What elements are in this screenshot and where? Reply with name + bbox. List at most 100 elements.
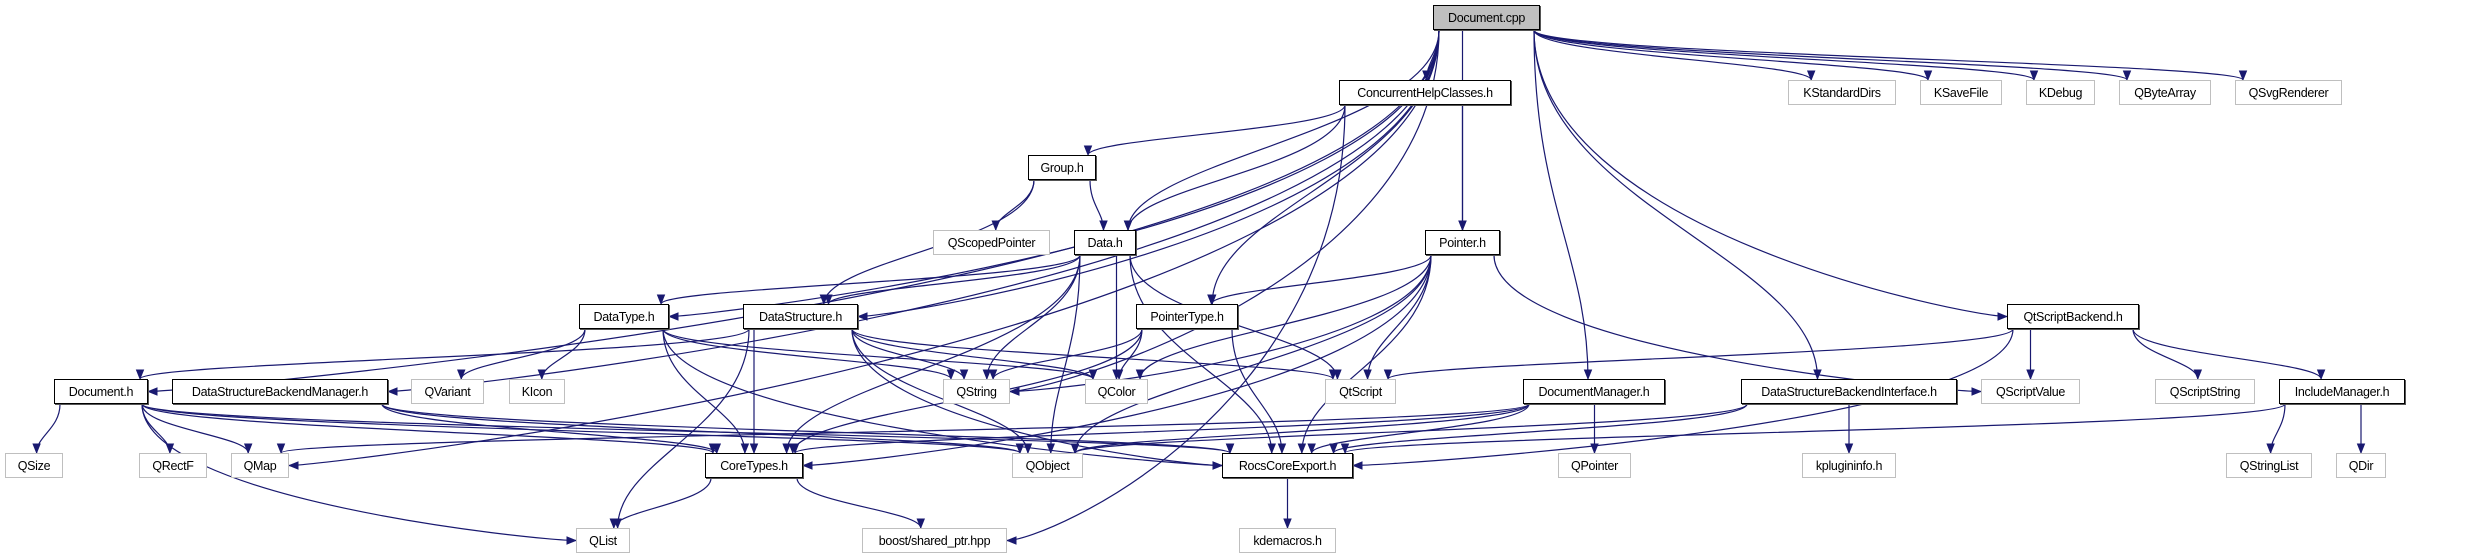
node-rocscoreexport[interactable]: RocsCoreExport.h	[1222, 453, 1353, 478]
edge-datatype-to-coretypes	[662, 328, 750, 455]
edge-pointer-to-qtscript	[1363, 254, 1432, 381]
edge-documentmanager-to-coretypes	[791, 403, 1530, 455]
edge-document_h-to-qmap	[141, 403, 253, 455]
node-pointertype[interactable]: PointerType.h	[1136, 304, 1238, 329]
edge-dsbackendmanager-to-coretypes	[381, 403, 721, 455]
node-qpointer: QPointer	[1558, 453, 1631, 478]
edge-datatype-to-qvariant	[456, 328, 586, 381]
node-pointer[interactable]: Pointer.h	[1425, 230, 1500, 255]
node-qscopedpointer: QScopedPointer	[933, 230, 1050, 255]
edge-doc_cpp-to-kstandarddirs	[1533, 29, 1816, 82]
node-qstring: QString	[943, 379, 1010, 404]
node-group[interactable]: Group.h	[1028, 155, 1096, 180]
edge-datastructure-to-rocscoreexport	[851, 328, 1224, 470]
edge-document_h-to-coretypes	[141, 403, 717, 455]
edge-doc_cpp-to-datastructure	[856, 29, 1440, 321]
node-coretypes[interactable]: CoreTypes.h	[705, 453, 803, 478]
edge-document_h-to-qlist	[141, 403, 578, 545]
edge-doc_cpp-to-kdebug	[1533, 29, 2039, 82]
edge-qtscriptbackend-to-qtscript	[1384, 328, 2014, 381]
node-kstandarddirs: KStandardDirs	[1788, 80, 1896, 105]
node-qtscriptbackend[interactable]: QtScriptBackend.h	[2007, 304, 2139, 329]
node-qmap: QMap	[231, 453, 289, 478]
edge-datastructure-to-document_h	[136, 328, 750, 381]
edge-pointer-to-pointertype	[1207, 254, 1432, 306]
node-documentmanager[interactable]: DocumentManager.h	[1523, 379, 1665, 404]
edge-datatype-to-qcolor	[662, 328, 1098, 381]
edge-doc_cpp-to-dsbackendmanager	[386, 29, 1440, 396]
node-qdir: QDir	[2336, 453, 2386, 478]
edge-doc_cpp-to-qtscriptbackend	[1533, 29, 2009, 321]
edge-group-to-qscopedpointer	[991, 179, 1035, 232]
edge-datastructure-to-qstring	[851, 328, 969, 381]
edge-pointer-to-qscriptvalue	[1493, 254, 1983, 396]
edge-dsbackendinterface-to-qobject	[1071, 403, 1748, 455]
edge-dsbackendmanager-to-rocscoreexport	[381, 403, 1234, 455]
edge-pointer-to-coretypes	[801, 254, 1432, 470]
edge-datastructure-to-qcolor	[851, 328, 1098, 381]
edge-coretypes-to-qlist	[609, 477, 712, 530]
edge-doc_cpp-to-qsvgrenderer	[1533, 29, 2247, 82]
edge-doc_cpp-to-qbytearray	[1533, 29, 2131, 82]
edge-datatype-to-rocscoreexport	[662, 328, 1224, 470]
node-kplugininfo: kplugininfo.h	[1802, 453, 1896, 478]
node-kdemacros: kdemacros.h	[1239, 528, 1336, 553]
node-qsvgrenderer: QSvgRenderer	[2235, 80, 2342, 105]
edge-coretypes-to-boost	[796, 477, 926, 530]
node-datastructure[interactable]: DataStructure.h	[743, 304, 858, 329]
edge-doc_cpp-to-dsbackendinterface	[1533, 29, 1822, 381]
edge-doc_cpp-to-document_h	[146, 29, 1440, 396]
node-dsbackendmanager[interactable]: DataStructureBackendManager.h	[172, 379, 388, 404]
edge-data-to-rocscoreexport	[1129, 254, 1277, 455]
edge-doc_cpp-to-data	[1123, 29, 1440, 232]
edge-document_h-to-qsize	[32, 403, 61, 455]
node-includemanager[interactable]: IncludeManager.h	[2279, 379, 2405, 404]
node-ksavefile: KSaveFile	[1920, 80, 2002, 105]
edge-doc_cpp-to-ksavefile	[1533, 29, 1933, 82]
node-doc-cpp[interactable]: Document.cpp	[1433, 5, 1540, 30]
node-document-h[interactable]: Document.h	[54, 379, 148, 404]
edge-data-to-coretypes	[782, 254, 1081, 455]
edge-group-to-datastructure	[819, 179, 1035, 306]
edge-datatype-to-kicon	[537, 328, 586, 381]
edge-document_h-to-rocscoreexport	[141, 403, 1234, 455]
edge-pointertype-to-qcolor	[1114, 328, 1143, 381]
edge-concurrent-to-boost	[1005, 104, 1346, 545]
edge-document_h-to-qobject	[141, 403, 1024, 455]
edge-includemanager-to-qstringlist	[2266, 403, 2286, 455]
node-qtscript: QtScript	[1325, 379, 1396, 404]
node-data[interactable]: Data.h	[1074, 230, 1136, 255]
edge-doc_cpp-to-documentmanager	[1533, 29, 1593, 381]
node-qscriptvalue: QScriptValue	[1981, 379, 2080, 404]
edge-doc_cpp-to-pointertype	[1207, 29, 1440, 306]
edge-documentmanager-to-qobject	[1070, 403, 1530, 455]
edge-datastructure-to-qtscript	[851, 328, 1338, 381]
node-kicon: KIcon	[509, 379, 565, 404]
edge-qtscriptbackend-to-qscriptstring	[2132, 328, 2203, 381]
edge-pointer-to-qobject	[1070, 254, 1432, 455]
node-qsize: QSize	[5, 453, 63, 478]
edge-dsbackendmanager-to-qobject	[381, 403, 1024, 455]
node-dsbackendinterface[interactable]: DataStructureBackendInterface.h	[1741, 379, 1957, 404]
edge-qtscriptbackend-to-includemanager	[2132, 328, 2326, 381]
edge-doc_cpp-to-qmap	[287, 29, 1440, 470]
node-datatype[interactable]: DataType.h	[579, 304, 669, 329]
edge-dsbackendinterface-to-rocscoreexport	[1329, 403, 1748, 455]
node-qvariant: QVariant	[411, 379, 484, 404]
node-qobject: QObject	[1012, 453, 1083, 478]
edge-data-to-datatype	[656, 254, 1081, 306]
node-concurrent[interactable]: ConcurrentHelpClasses.h	[1339, 80, 1511, 105]
edge-includemanager-to-rocscoreexport	[1341, 403, 2286, 455]
edge-concurrent-to-data	[1123, 104, 1346, 232]
edge-concurrent-to-group	[1083, 104, 1346, 157]
edge-datastructure-to-qlist	[613, 328, 750, 530]
edge-datatype-to-qstring	[662, 328, 956, 381]
edge-group-to-data	[1089, 179, 1108, 232]
node-qlist: QList	[576, 528, 630, 553]
node-qbytearray: QByteArray	[2119, 80, 2211, 105]
edge-data-to-datastructure	[824, 254, 1081, 306]
edge-data-to-qobject	[1046, 254, 1081, 455]
node-qstringlist: QStringList	[2226, 453, 2312, 478]
edge-doc_cpp-to-qstring	[1008, 29, 1440, 396]
